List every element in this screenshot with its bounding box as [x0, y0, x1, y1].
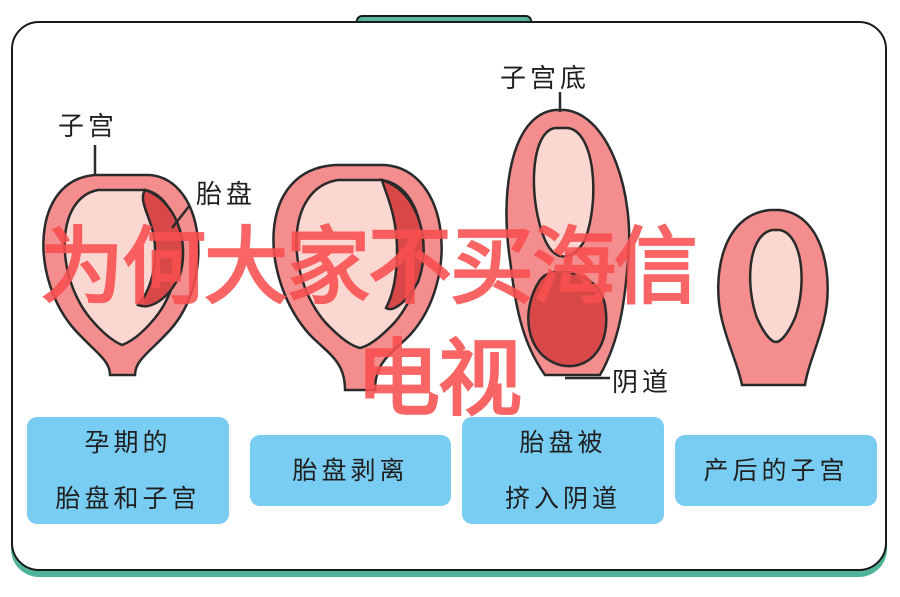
stage1-uterus — [42, 145, 200, 377]
caption-postpartum: 产后的子宫 — [675, 435, 877, 506]
caption-separation: 胎盘剥离 — [250, 435, 451, 506]
caption-postpartum-line1: 产后的子宫 — [703, 455, 849, 485]
stage4-uterus — [716, 208, 829, 387]
stage3-uterus — [505, 92, 631, 380]
caption-expulsion-line1: 胎盘被 — [519, 427, 607, 457]
caption-pregnancy: 孕期的 胎盘和子宫 — [27, 417, 229, 524]
label-vagina: 阴道 — [612, 368, 673, 398]
label-placenta: 胎盘 — [196, 180, 257, 210]
caption-separation-line1: 胎盘剥离 — [292, 455, 409, 485]
watermark-line1: 为何大家不买海信 — [40, 218, 698, 316]
caption-pregnancy-line2: 胎盘和子宫 — [55, 483, 201, 513]
caption-expulsion: 胎盘被 挤入阴道 — [462, 417, 664, 524]
label-uterus: 子宫 — [58, 112, 119, 142]
watermark-line2: 电视 — [356, 330, 522, 428]
caption-pregnancy-line1: 孕期的 — [84, 427, 172, 457]
label-fundus: 子宫底 — [500, 64, 591, 94]
stage2-uterus — [272, 163, 443, 392]
caption-expulsion-line2: 挤入阴道 — [504, 483, 621, 513]
